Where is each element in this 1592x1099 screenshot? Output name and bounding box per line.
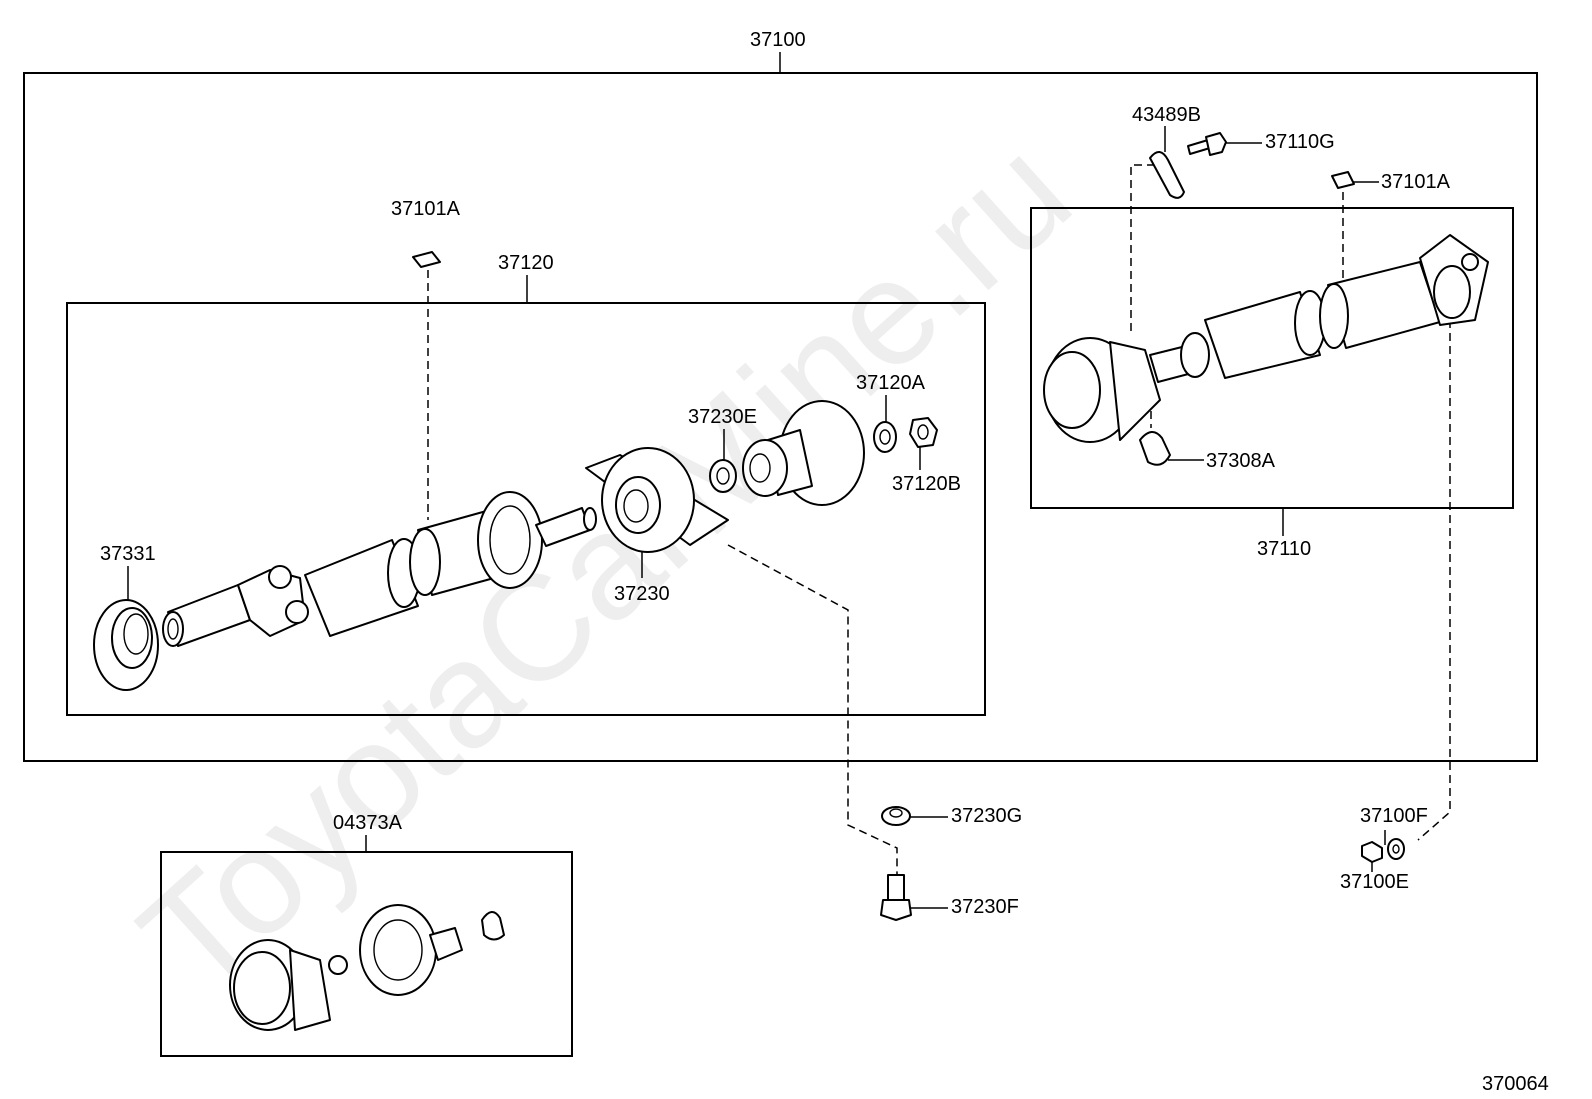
front-propeller-shaft[interactable] bbox=[1043, 234, 1489, 443]
label-yoke-washer[interactable]: 37120A bbox=[856, 372, 926, 394]
bearing-washer[interactable] bbox=[709, 459, 737, 493]
label-front-cap[interactable]: 37101A bbox=[1381, 171, 1451, 193]
rear-propeller-shaft[interactable] bbox=[162, 491, 597, 647]
label-rear-shaft[interactable]: 37120 bbox=[498, 252, 554, 274]
front-washer[interactable] bbox=[1387, 838, 1405, 860]
universal-joint-kit[interactable] bbox=[229, 904, 505, 1031]
label-bracket-bolt[interactable]: 37230F bbox=[951, 896, 1019, 918]
watermark: ToyotaCarMine.ru bbox=[109, 107, 1101, 1024]
dust-deflector-plate[interactable] bbox=[1149, 151, 1185, 199]
bracket-bolt[interactable] bbox=[880, 874, 912, 921]
yoke-nut[interactable] bbox=[909, 417, 938, 448]
front-nut[interactable] bbox=[1361, 841, 1383, 863]
assembly-guide-lines bbox=[427, 164, 1451, 880]
label-front-nut[interactable]: 37100E bbox=[1340, 871, 1409, 893]
label-front-washer[interactable]: 37100F bbox=[1360, 805, 1428, 827]
label-rear-cap[interactable]: 37101A bbox=[391, 198, 461, 220]
center-support-bearing[interactable] bbox=[585, 447, 729, 553]
label-bearing[interactable]: 37230 bbox=[614, 583, 670, 605]
diagram-id: 370064 bbox=[1482, 1073, 1549, 1095]
front-balance-weight[interactable] bbox=[1331, 171, 1355, 189]
rear-balance-weight[interactable] bbox=[412, 251, 441, 268]
front-bolt[interactable] bbox=[1187, 132, 1227, 156]
label-assembly[interactable]: 37100 bbox=[750, 29, 806, 51]
flange-yoke[interactable] bbox=[742, 400, 865, 506]
rear-shaft-box-37120 bbox=[66, 302, 986, 716]
label-bracket-washer[interactable]: 37230G bbox=[951, 805, 1022, 827]
label-joint-kit[interactable]: 04373A bbox=[333, 812, 403, 834]
label-front-shaft[interactable]: 37110 bbox=[1257, 538, 1311, 560]
front-lock-plate[interactable] bbox=[1139, 431, 1171, 466]
front-shaft-box-37110 bbox=[1030, 207, 1514, 509]
label-front-lock[interactable]: 37308A bbox=[1206, 450, 1276, 472]
label-dust-seal[interactable]: 37331 bbox=[100, 543, 156, 565]
label-yoke-nut[interactable]: 37120B bbox=[892, 473, 961, 495]
dust-seal[interactable] bbox=[93, 599, 159, 691]
bracket-washer[interactable] bbox=[881, 806, 911, 826]
label-plate[interactable]: 43489B bbox=[1132, 104, 1201, 126]
label-front-bolt[interactable]: 37110G bbox=[1265, 131, 1335, 153]
yoke-washer[interactable] bbox=[873, 421, 897, 453]
label-bearing-washer[interactable]: 37230E bbox=[688, 406, 757, 428]
